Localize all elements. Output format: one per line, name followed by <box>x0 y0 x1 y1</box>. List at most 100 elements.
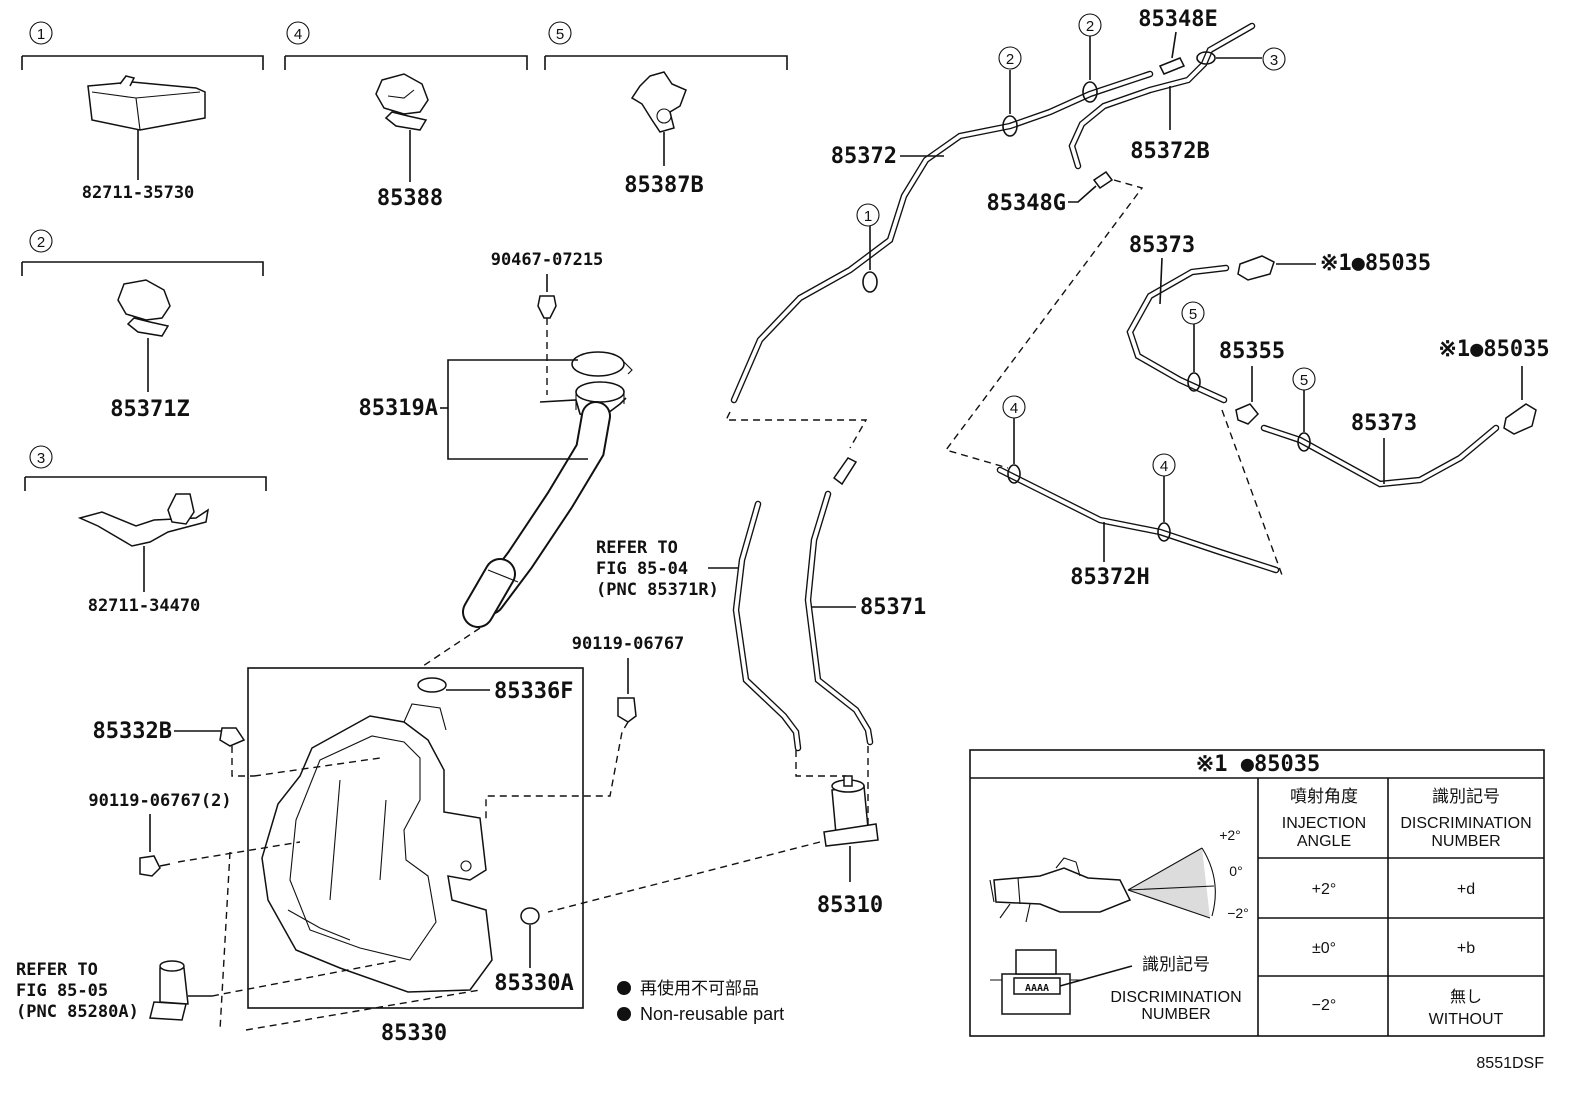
refer-85-04-line1: REFER TO <box>596 538 678 558</box>
label-85336F: 85336F <box>494 679 573 704</box>
label-85373-a: 85373 <box>1129 233 1195 258</box>
refer-85-05-line1: REFER TO <box>16 960 98 980</box>
svg-text:2: 2 <box>1006 51 1014 68</box>
svg-text:4: 4 <box>1010 400 1018 417</box>
group-ref-4: 4 85388 <box>284 21 528 211</box>
label-85330: 85330 <box>381 1021 447 1046</box>
label-85371: 85371 <box>860 595 926 620</box>
label-85035-b: ※1●85035 <box>1438 337 1549 362</box>
clip-85387B-shape <box>630 71 687 133</box>
clip-85371Z-shape <box>117 279 171 321</box>
group-ref-3-left: 3 82711-34470 <box>24 445 267 616</box>
row1-mark: +d <box>1457 881 1475 898</box>
svg-text:5: 5 <box>1300 372 1308 389</box>
label-85035-a: ※1●85035 <box>1320 251 1431 276</box>
svg-text:4: 4 <box>1160 458 1168 475</box>
label-85372B: 85372B <box>1130 139 1209 164</box>
legend: 再使用不可部品 Non-reusable part <box>617 978 784 1024</box>
label-82711-34470: 82711-34470 <box>88 596 201 616</box>
clip-82711-35730-shape <box>87 81 206 131</box>
circled-ref-2: 2 <box>37 234 45 251</box>
callout-en-1: DISCRIMINATION <box>1110 989 1241 1006</box>
pump-ref-shape <box>149 1001 187 1021</box>
svg-text:5: 5 <box>1189 306 1197 323</box>
label-90119-06767-2: 90119-06767(2) <box>88 791 231 811</box>
row3-angle: −2° <box>1312 997 1337 1014</box>
circled-ref-1: 1 <box>37 26 45 43</box>
callout-en-2: NUMBER <box>1141 1006 1210 1023</box>
col1-en-1: INJECTION <box>1282 815 1366 832</box>
svg-text:2: 2 <box>1086 18 1094 35</box>
label-85388: 85388 <box>377 186 443 211</box>
row3-mark-en: WITHOUT <box>1429 1011 1504 1028</box>
refer-85-05-line3: (PNC 85280A) <box>16 1002 139 1022</box>
clip-90467-07215-shape <box>537 295 557 319</box>
col1-en-2: ANGLE <box>1297 833 1351 850</box>
label-85387B: 85387B <box>624 173 703 198</box>
nozzle-spec-table: ※1 ●85035 噴射角度 INJECTION ANGLE 識別記号 DISC… <box>969 749 1545 1037</box>
col2-jp: 識別記号 <box>1432 787 1500 806</box>
label-85372: 85372 <box>831 144 897 169</box>
group-ref-5: 5 85387B <box>544 21 788 198</box>
label-85348G: 85348G <box>987 191 1066 216</box>
group-ref-1: 1 82711-35730 <box>21 21 264 203</box>
joint-85355-shape <box>1235 403 1260 425</box>
circled-ref-3: 3 <box>37 450 45 467</box>
row2-angle: ±0° <box>1312 940 1336 957</box>
label-85372H: 85372H <box>1070 565 1149 590</box>
circled-ref-4: 4 <box>294 26 302 43</box>
label-85348E: 85348E <box>1138 7 1217 32</box>
bolt-90119-06767-2-shape <box>139 855 161 877</box>
label-85355: 85355 <box>1219 339 1285 364</box>
svg-text:3: 3 <box>1270 52 1278 69</box>
circled-ref-5: 5 <box>556 26 564 43</box>
nozzle-85035-b-shape <box>1503 403 1537 435</box>
label-85319A: 85319A <box>359 396 438 421</box>
svg-text:1: 1 <box>864 208 872 225</box>
cap-shape <box>571 351 625 377</box>
label-85371Z: 85371Z <box>110 397 189 422</box>
upper-hoses: 85372 1 2 2 85348E 85372B 3 85348G <box>724 7 1286 576</box>
clip-85388-shape <box>375 73 429 115</box>
group-ref-2-left: 2 85371Z <box>21 229 264 422</box>
left-side-parts: 85332B 90119-06767(2) REFER TO FIG 85-05… <box>16 719 481 1031</box>
legend-jp: 再使用不可部品 <box>640 978 759 998</box>
label-85373-b: 85373 <box>1351 411 1417 436</box>
label-85332B: 85332B <box>93 719 172 744</box>
center-hoses: REFER TO FIG 85-04 (PNC 85371R) 85371 85… <box>547 457 926 918</box>
stamp-mark: AAAA <box>1025 983 1049 994</box>
filler-neck-assembly: 90467-07215 85319A <box>359 250 633 669</box>
row2-mark: +b <box>1457 940 1475 957</box>
col2-en-2: NUMBER <box>1431 833 1500 850</box>
col1-jp: 噴射角度 <box>1290 787 1358 806</box>
figure-code: 8551DSF <box>1476 1055 1544 1072</box>
nozzle-85035-a-shape <box>1237 255 1275 281</box>
row3-mark: 無し <box>1450 988 1482 1006</box>
refer-85-04-line2: FIG 85-04 <box>596 559 688 579</box>
nozzle-hoses: 85373 5 ※1●85035 85355 5 85373 ※1●85035 <box>996 233 1550 590</box>
grommet-85330A-shape <box>520 907 540 925</box>
refer-85-04-line3: (PNC 85371R) <box>596 580 719 600</box>
label-85310: 85310 <box>817 893 883 918</box>
tank-shape <box>261 715 493 993</box>
angle-zero: 0° <box>1229 863 1242 879</box>
bolt-90119-06767: 90119-06767 <box>485 634 685 820</box>
nozzle-detail-shape <box>993 867 1132 913</box>
table-title: ※1 ●85035 <box>1196 752 1320 777</box>
angle-minus2: −2° <box>1227 905 1249 921</box>
callout-jp: 識別記号 <box>1142 955 1210 974</box>
refer-85-05-line2: FIG 85-05 <box>16 981 108 1001</box>
washer-tank-assembly: 85336F 85330A 85330 <box>247 667 584 1046</box>
row1-angle: +2° <box>1312 881 1337 898</box>
label-plate-85332B-shape <box>219 727 246 747</box>
label-82711-35730: 82711-35730 <box>82 183 195 203</box>
legend-en: Non-reusable part <box>640 1004 784 1024</box>
label-90467-07215: 90467-07215 <box>491 250 604 270</box>
label-85330A: 85330A <box>494 971 573 996</box>
col2-en-1: DISCRIMINATION <box>1400 815 1531 832</box>
gasket-85336F-shape <box>417 677 447 693</box>
angle-plus2: +2° <box>1219 827 1241 843</box>
label-90119-06767: 90119-06767 <box>572 634 685 654</box>
